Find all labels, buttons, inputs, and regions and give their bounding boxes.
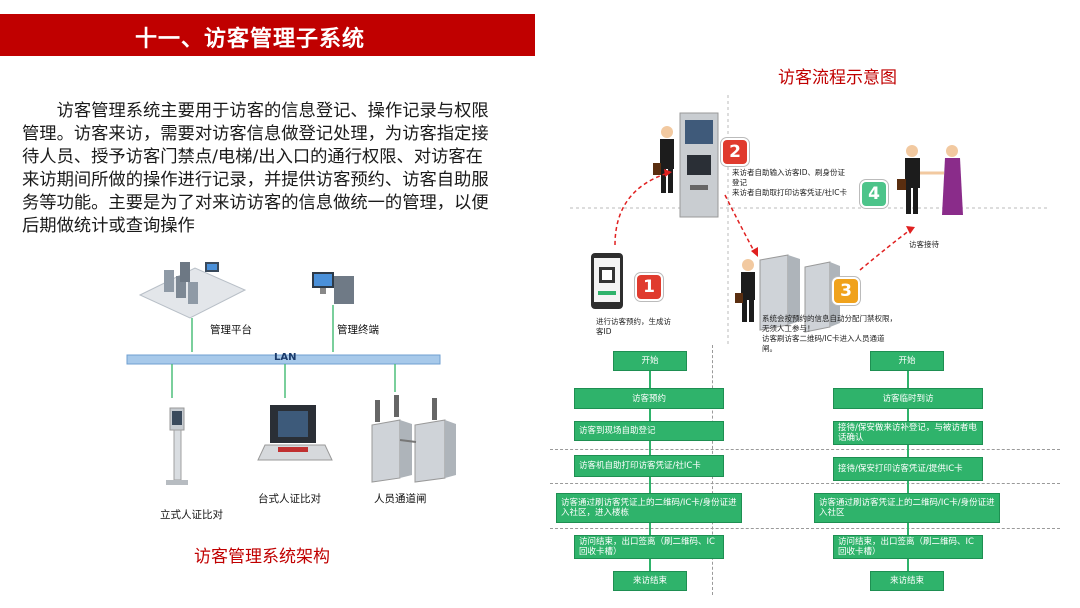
connector <box>649 371 651 388</box>
flow-caption: 访客流程示意图 <box>778 68 897 88</box>
flow-left-start: 开始 <box>613 351 687 371</box>
connector <box>907 371 909 388</box>
page-title: 十一、访客管理子系统 <box>135 27 366 52</box>
server-platform-icon <box>138 262 247 319</box>
flow-right-register: 接待/保安做来访补登记，与被访者电话确认 <box>833 421 983 445</box>
standing-kiosk-icon <box>166 407 188 485</box>
title-bar <box>0 14 535 56</box>
step-badge-2: 2 <box>723 140 747 164</box>
lan-label: LAN <box>274 352 297 363</box>
divider <box>550 449 1060 450</box>
intro-paragraph: 访客管理系统主要用于访客的信息登记、操作记录与权限管理。访客来访，需要对访客信息… <box>22 101 489 236</box>
step-text-3: 系统会按预约的信息自动分配门禁权限，无须人工参与！ 访客刷访客二维码/IC卡进入… <box>762 314 897 353</box>
step-text-1: 进行访客预约，生成访客ID <box>596 317 671 336</box>
flow-left-checkin: 访客到现场自助登记 <box>574 421 724 441</box>
node-label-standing: 立式人证比对 <box>160 509 223 521</box>
gate-icon <box>759 254 840 333</box>
step-badge-3: 3 <box>834 279 858 303</box>
connector <box>649 477 651 493</box>
flow-right-enter: 访客通过刷访客凭证上的二维码/IC卡/身份证进入社区 <box>814 493 1000 523</box>
flow-illustration: 1 2 3 4 进行访客预约，生成访客ID 来访者自助输入访客ID、刷身份证登记… <box>560 95 1060 353</box>
flow-right-end: 来访结束 <box>870 571 944 591</box>
flow-left-exit: 访问结束，出口签离（刷二维码、IC回收卡槽） <box>574 535 724 559</box>
connector <box>649 441 651 455</box>
flow-right-exit: 访问结束，出口签离（刷二维码、IC回收卡槽） <box>833 535 983 559</box>
architecture-diagram: LAN 管理平台 管理终端 立式人证比对 台式人证比对 人员通道闸 访客管理系统… <box>126 262 456 567</box>
connector <box>907 481 909 493</box>
flow-right-start: 开始 <box>870 351 944 371</box>
node-label-desktop: 台式人证比对 <box>258 493 321 505</box>
node-label-gate: 人员通道闸 <box>374 493 427 505</box>
flow-right-print: 接待/保安打印访客凭证/提供IC卡 <box>833 457 983 481</box>
connector <box>649 409 651 421</box>
architecture-graphics <box>126 262 456 485</box>
divider <box>550 528 1060 529</box>
connector <box>907 523 909 535</box>
flow-left-print: 访客机自助打印访客凭证/社IC卡 <box>574 455 724 477</box>
turnstile-gate-icon <box>371 395 456 483</box>
connector <box>907 559 909 571</box>
step-badge-1: 1 <box>637 275 661 299</box>
step-text-2: 来访者自助输入访客ID、刷身份证登记 来访者自助取打印访客凭证/社IC卡 <box>732 168 847 197</box>
connector <box>907 409 909 421</box>
step-badge-4: 4 <box>862 182 886 206</box>
flow-left-reserve: 访客预约 <box>574 388 724 409</box>
person-icon <box>735 259 755 322</box>
flow-left-enter: 访客通过刷访客凭证上的二维码/IC卡/身份证进入社区，进入楼栋 <box>556 493 742 523</box>
node-label-terminal: 管理终端 <box>337 324 379 336</box>
desktop-terminal-icon <box>257 405 333 461</box>
flow-left-end: 来访结束 <box>613 571 687 591</box>
step-text-4: 访客接待 <box>909 240 939 249</box>
flow-right-walkin: 访客临时到访 <box>833 388 983 409</box>
flow-graphics <box>570 95 1050 345</box>
kiosk-machine-icon <box>679 112 719 218</box>
flowcharts: 开始 访客预约 访客到现场自助登记 访客机自助打印访客凭证/社IC卡 访客通过刷… <box>550 345 1070 605</box>
connector <box>907 445 909 457</box>
architecture-caption: 访客管理系统架构 <box>194 547 330 567</box>
node-label-platform: 管理平台 <box>210 324 252 336</box>
person-icon <box>653 126 674 193</box>
connector <box>649 523 651 535</box>
connector <box>649 559 651 571</box>
terminal-computer-icon <box>312 272 354 304</box>
handshake-icon <box>897 145 963 215</box>
phone-icon <box>591 253 623 309</box>
divider <box>550 483 1060 484</box>
